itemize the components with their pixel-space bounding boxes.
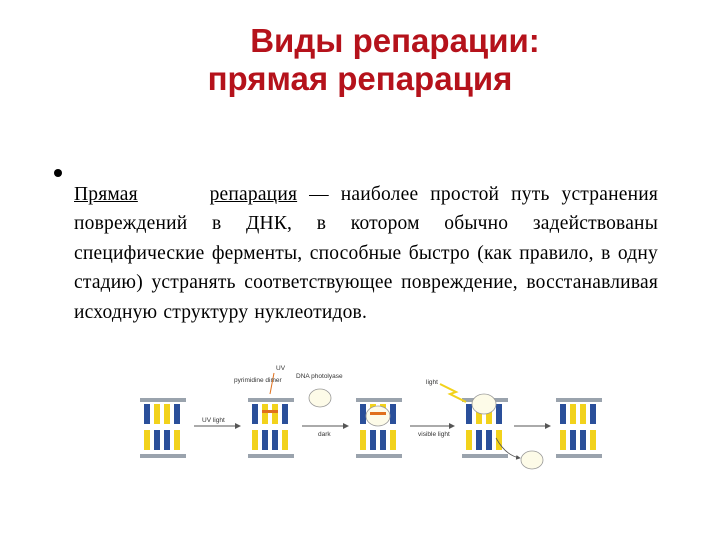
- definition-paragraph: Прямая репарация — наиболее простой путь…: [74, 180, 658, 328]
- label-visible-light: visible light: [418, 431, 450, 438]
- slide-title: Виды репарации: прямая репарация: [0, 22, 720, 98]
- definition-bullet: Прямая репарация — наиболее простой путь…: [54, 160, 658, 347]
- title-line-2: прямая репарация: [207, 60, 513, 97]
- light-bolt-icon: [439, 383, 467, 403]
- label-uv-light: UV light: [202, 417, 225, 424]
- bullet-icon: [54, 169, 62, 177]
- term-direct: Прямая: [74, 183, 138, 205]
- dna-panel-1: [140, 398, 186, 458]
- dna-panel-5: [556, 398, 602, 458]
- label-dark: dark: [318, 431, 331, 438]
- uv-ray: [269, 372, 275, 395]
- definition-body: — наиболее простой путь устранения повре…: [74, 183, 659, 323]
- dna-panel-3: [356, 398, 402, 458]
- dna-panel-4: [462, 393, 508, 458]
- photolyase-repair-diagram: UV light UV pyrimidine dimer DNA photoly…: [136, 364, 608, 474]
- released-photolyase: [520, 450, 544, 470]
- photolyase-enzyme: [308, 388, 332, 408]
- label-uv: UV: [276, 365, 286, 372]
- label-pyrimidine-dimer: pyrimidine dimer: [234, 377, 283, 384]
- dna-panel-2: [248, 398, 294, 458]
- title-line-1: Виды репарации:: [250, 22, 540, 59]
- arrow-enzyme-release: [495, 437, 521, 460]
- repair-diagram-svg: UV light UV pyrimidine dimer DNA photoly…: [140, 365, 602, 470]
- label-light: light: [426, 379, 438, 386]
- label-dna-photolyase: DNA photolyase: [296, 373, 343, 380]
- term-repair: репарация: [209, 183, 298, 205]
